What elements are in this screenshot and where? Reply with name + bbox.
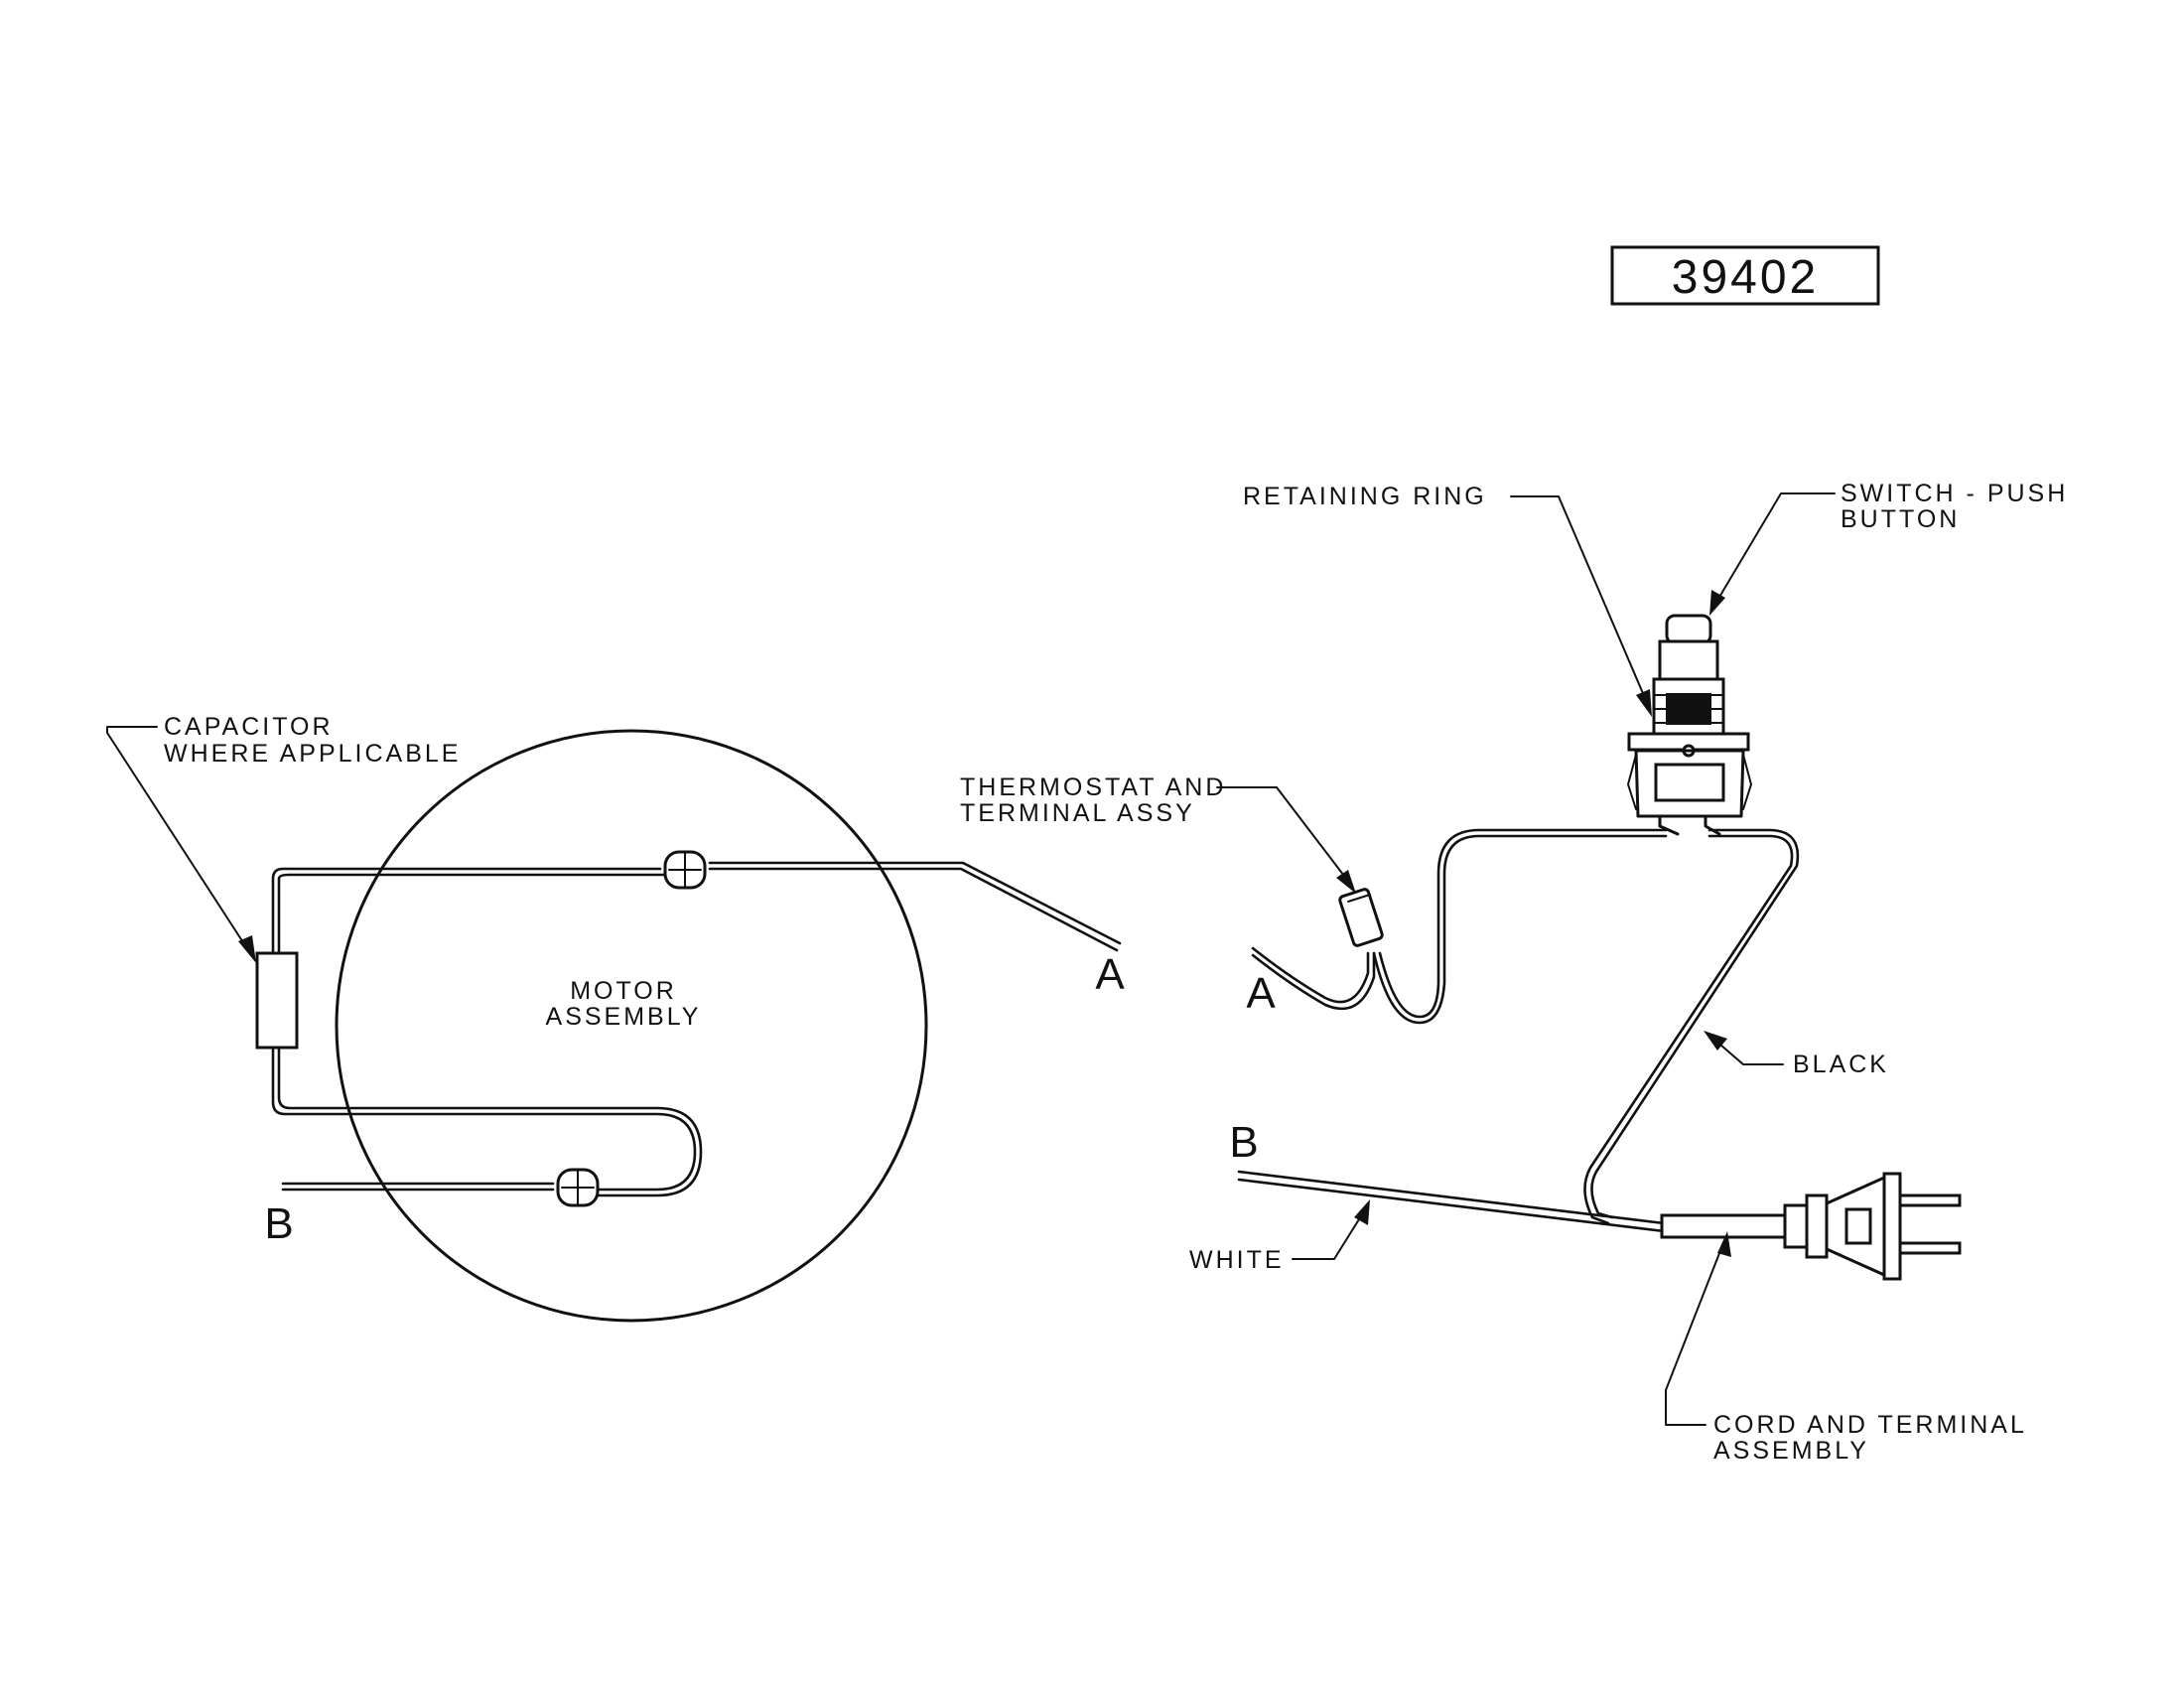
motor-wire-bottom xyxy=(271,1041,703,1197)
cord-label-line2: ASSEMBLY xyxy=(1713,1437,1869,1465)
switch-label-line2: BUTTON xyxy=(1841,505,1960,533)
retaining-ring-callout: RETAINING RING xyxy=(1243,483,1652,717)
motor-label-line1: MOTOR xyxy=(570,977,677,1005)
motor-assembly: MOTOR ASSEMBLY xyxy=(335,729,928,1323)
capacitor-label-line2: WHERE APPLICABLE xyxy=(164,740,461,768)
capacitor-callout: CAPACITOR WHERE APPLICABLE xyxy=(106,713,461,963)
push-button-switch xyxy=(1627,614,1752,836)
white-callout: WHITE xyxy=(1189,1199,1370,1274)
thermostat-wire xyxy=(1251,828,1668,1025)
motor-label-line2: ASSEMBLY xyxy=(546,1003,702,1031)
thermostat xyxy=(1338,888,1384,947)
retaining-ring-label: RETAINING RING xyxy=(1243,483,1487,510)
cord-callout: CORD AND TERMINAL ASSEMBLY xyxy=(1665,1231,2027,1465)
connector-a-left: A xyxy=(1095,950,1125,999)
white-label: WHITE xyxy=(1189,1246,1285,1274)
capacitor-label-line1: CAPACITOR xyxy=(164,713,334,741)
thermostat-callout: THERMOSTAT AND TERMINAL ASSY xyxy=(960,773,1356,894)
black-callout: BLACK xyxy=(1704,1031,1889,1078)
drawing-number: 39402 xyxy=(1672,251,1819,304)
switch-label-line1: SWITCH - PUSH xyxy=(1841,480,2068,507)
wire-nut-bottom xyxy=(556,1168,600,1207)
black-wire xyxy=(1583,828,1800,1225)
cord-label-line1: CORD AND TERMINAL xyxy=(1713,1411,2027,1439)
connector-b-right: B xyxy=(1229,1118,1258,1167)
cord-and-plug xyxy=(1660,1172,1962,1281)
switch-callout: SWITCH - PUSH BUTTON xyxy=(1709,480,2068,616)
white-wire xyxy=(1237,1170,1666,1233)
capacitor xyxy=(255,951,299,1050)
black-label: BLACK xyxy=(1793,1051,1889,1078)
drawing-number-box: 39402 xyxy=(1610,245,1880,306)
connector-a-right: A xyxy=(1246,969,1276,1018)
motor-wire-top xyxy=(271,861,1122,1020)
connector-b-left: B xyxy=(264,1199,293,1248)
thermostat-label-line1: THERMOSTAT AND xyxy=(960,773,1226,801)
wire-nut-top xyxy=(663,850,707,890)
thermostat-label-line2: TERMINAL ASSY xyxy=(960,799,1195,827)
